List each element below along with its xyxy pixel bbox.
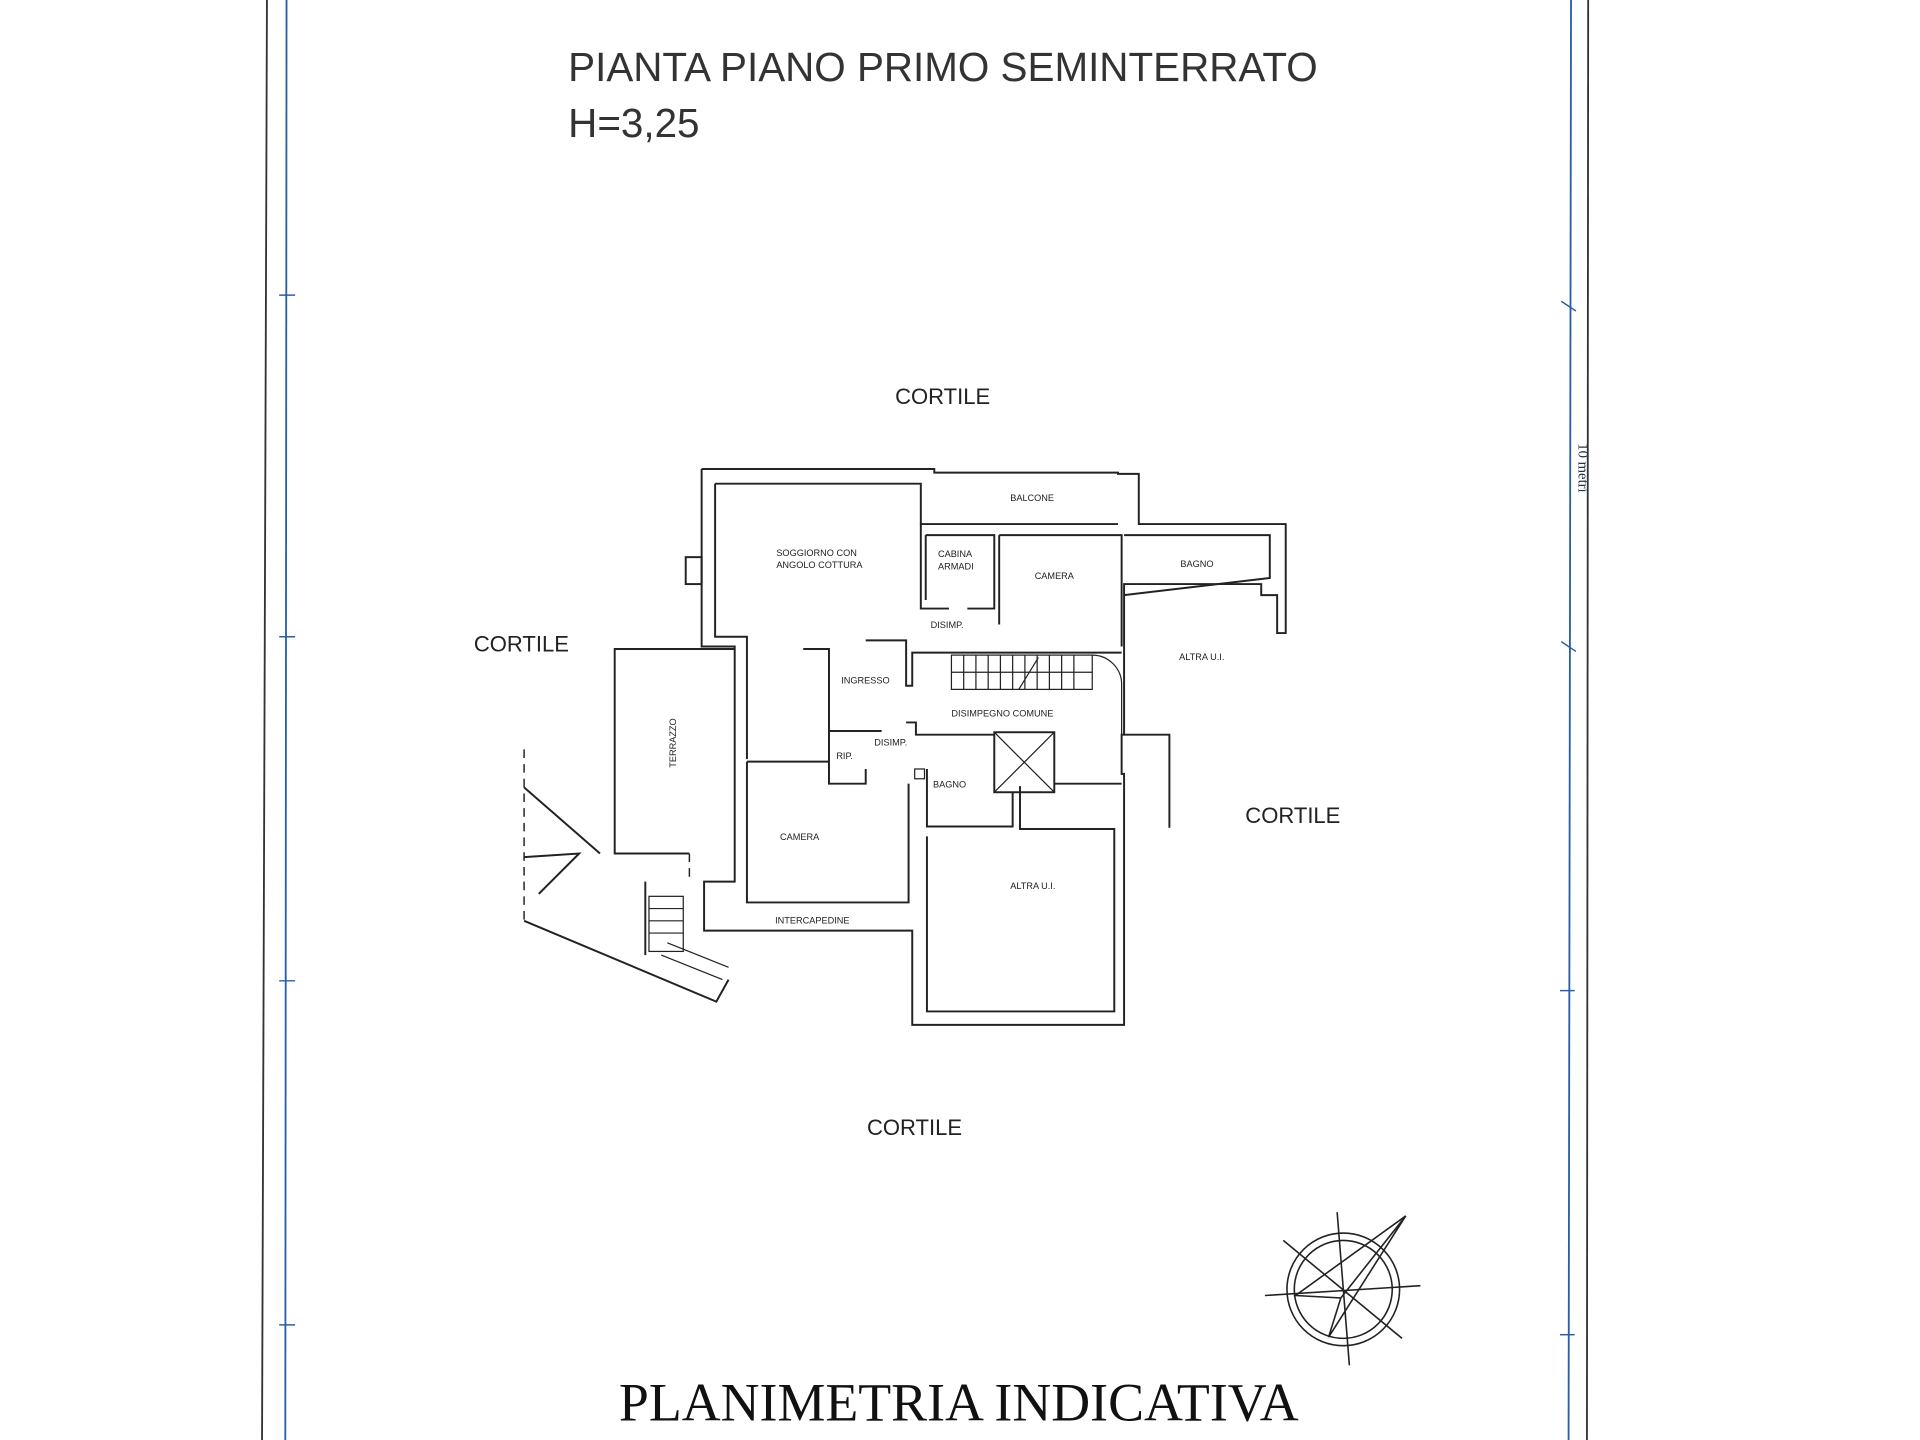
room-ingresso: INGRESSO	[841, 675, 889, 685]
room-soggiorno: SOGGIORNO CON	[776, 548, 857, 558]
label-cortile-south: CORTILE	[867, 1115, 962, 1140]
sheet-frame	[261, 0, 1590, 1440]
room-cabina-armadi-line2: ARMADI	[938, 561, 974, 571]
room-bagno-top: BAGNO	[1180, 559, 1213, 569]
room-camera-top: CAMERA	[1035, 571, 1075, 581]
room-intercapedine: INTERCAPEDINE	[775, 915, 849, 925]
room-disimp-top: DISIMP.	[931, 620, 964, 630]
north-arrow-icon	[1264, 1212, 1421, 1366]
label-cortile-north: CORTILE	[895, 384, 990, 409]
room-balcone: BALCONE	[1010, 493, 1054, 503]
room-cabina-armadi: CABINA	[938, 549, 973, 559]
footer-title: PLANIMETRIA INDICATIVA	[619, 1372, 1299, 1432]
room-disimp-mid: DISIMP.	[874, 738, 907, 748]
room-labels: SOGGIORNO CON ANGOLO COTTURA BALCONE CAB…	[668, 493, 1224, 925]
room-camera-bottom: CAMERA	[780, 832, 820, 842]
room-terrazzo: TERRAZZO	[668, 718, 678, 767]
label-cortile-east: CORTILE	[1245, 803, 1340, 828]
plan-height: H=3,25	[568, 100, 699, 146]
scale-bar-label: 10 metri	[1574, 443, 1590, 492]
room-rip: RIP.	[836, 751, 853, 761]
room-bagno-mid: BAGNO	[933, 779, 966, 789]
room-soggiorno-line2: ANGOLO COTTURA	[776, 560, 863, 570]
plan-title: PIANTA PIANO PRIMO SEMINTERRATO	[568, 44, 1318, 90]
room-disimpegno-comune: DISIMPEGNO COMUNE	[951, 708, 1053, 718]
room-altra-ui-top: ALTRA U.I.	[1179, 652, 1224, 662]
room-altra-ui-bottom: ALTRA U.I.	[1010, 881, 1055, 891]
plan-walls	[523, 468, 1287, 1026]
label-cortile-west: CORTILE	[474, 631, 569, 656]
